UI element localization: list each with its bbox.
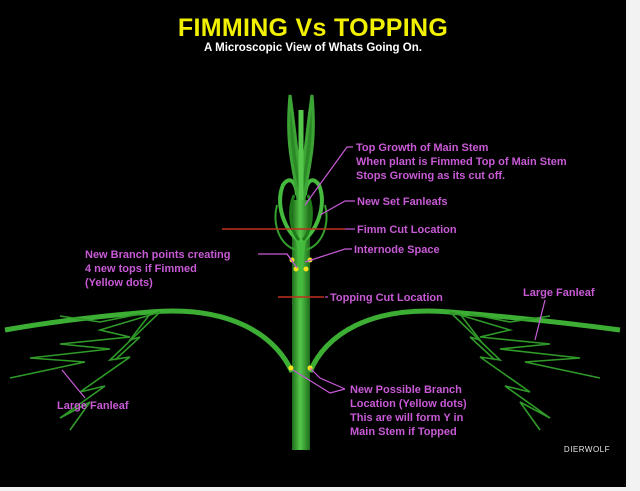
- pointer-possible-branch-2: [292, 369, 346, 394]
- label-large-fanleaf-right: Large Fanleaf: [523, 287, 595, 299]
- label-new-branch-points: New Branch points creating 4 new tops if…: [85, 249, 231, 289]
- pointer-internode: [304, 248, 352, 263]
- label-large-fanleaf-left: Large Fanleaf: [57, 400, 129, 412]
- pointer-top-growth: [304, 146, 353, 206]
- page-edge-right: [626, 0, 640, 491]
- page-edge-bottom: [0, 487, 640, 491]
- author-credit: DIERWOLF: [563, 445, 610, 454]
- label-top-growth: Top Growth of Main Stem When plant is Fi…: [356, 142, 567, 182]
- diagram-subtitle: A Microscopic View of Whats Going On.: [204, 42, 422, 54]
- diagram-title: FIMMING Vs TOPPING: [177, 14, 449, 42]
- pointer-fanleaf-right: [534, 299, 546, 341]
- label-fimm-cut: Fimm Cut Location: [357, 224, 457, 236]
- large-fanleaf-right: [449, 311, 601, 431]
- label-topping-cut: Topping Cut Location: [330, 292, 443, 304]
- pointer-new-fanleafs: [319, 200, 355, 216]
- branch-dot: [303, 266, 309, 272]
- large-fanleaf-left: [9, 311, 161, 431]
- branch-dot: [288, 365, 294, 371]
- label-new-set-fanleafs: New Set Fanleafs: [357, 196, 448, 208]
- label-new-possible-branch: New Possible Branch Location (Yellow dot…: [350, 384, 467, 438]
- top-growth-cluster: [274, 94, 328, 301]
- fanleaf-stalk-left: [4, 308, 295, 374]
- label-internode: Internode Space: [354, 244, 440, 256]
- pointer-possible-branch: [309, 367, 346, 390]
- pointer-fanleaf-left: [61, 369, 86, 399]
- pointer-new-branch-2: [286, 253, 298, 269]
- pointer-lines: [61, 146, 546, 399]
- main-stem: [292, 200, 310, 450]
